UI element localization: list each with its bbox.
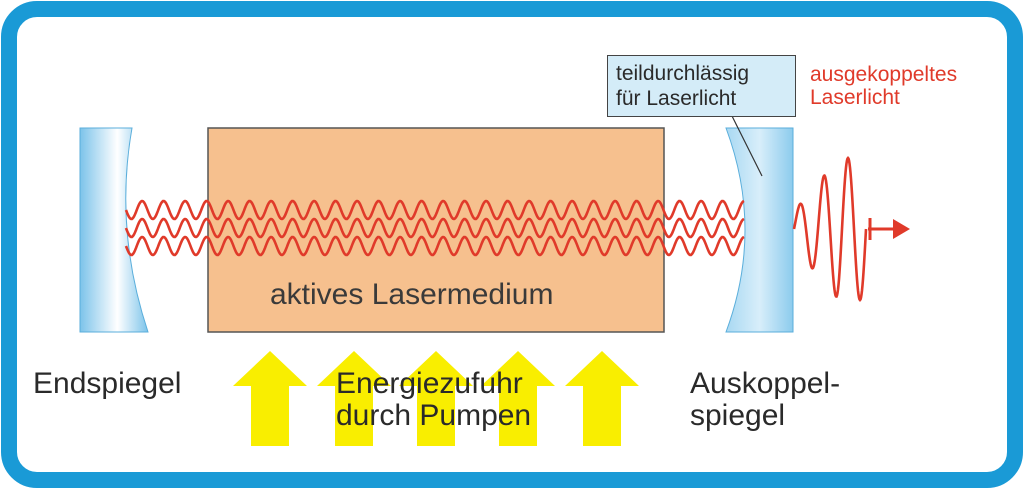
callout-leader-line xyxy=(731,115,763,177)
end-mirror-label: Endspiegel xyxy=(33,367,182,400)
output-mirror-label-line1: Auskoppel- xyxy=(690,367,841,400)
resonator-beam xyxy=(124,217,745,239)
pump-arrow xyxy=(233,351,307,446)
medium-label: aktives Lasermedium xyxy=(270,278,554,311)
output-light-label: ausgekoppeltes Laserlicht xyxy=(810,63,958,109)
resonator-beam xyxy=(124,235,745,257)
output-wave-path xyxy=(792,155,868,303)
callout-line1: teildurchlässig xyxy=(616,62,750,85)
resonator-beam xyxy=(124,199,745,221)
resonator-beams xyxy=(124,199,745,257)
pump-arrow xyxy=(481,351,555,446)
pump-label-line2: durch Pumpen xyxy=(336,399,532,433)
output-arrow-head xyxy=(893,219,910,239)
callout-box: teildurchlässig für Laserlicht xyxy=(607,55,796,117)
pump-arrows xyxy=(233,351,639,446)
pump-arrow xyxy=(317,351,391,446)
pump-arrow xyxy=(565,351,639,446)
output-mirror-label-line2: spiegel xyxy=(690,399,786,433)
pump-label: Energiezufuhr durch Pumpen xyxy=(336,367,532,433)
pump-label-line1: Energiezufuhr xyxy=(336,367,523,400)
output-mirror-label: Auskoppel- spiegel xyxy=(690,367,841,433)
output-light-label-line2: Laserlicht xyxy=(810,85,900,109)
callout-line2: für Laserlicht xyxy=(616,86,737,110)
end-mirror xyxy=(79,127,149,333)
output-light-label-line1: ausgekoppeltes xyxy=(810,63,958,86)
output-coupler-mirror xyxy=(725,127,794,333)
output-wave xyxy=(792,155,868,303)
pump-arrow xyxy=(399,351,473,446)
